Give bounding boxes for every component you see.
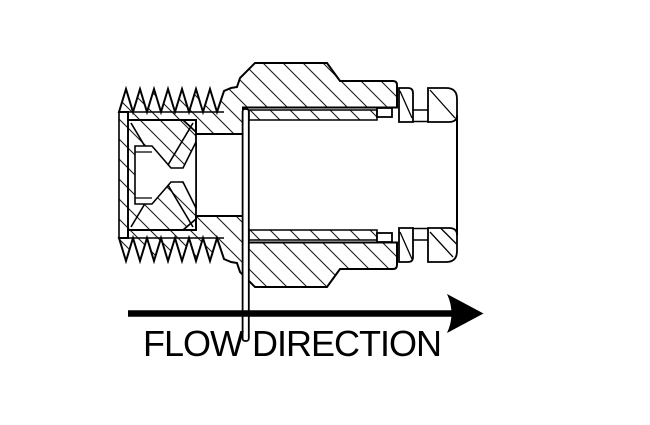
flow-direction-label: FLOW DIRECTION — [143, 323, 441, 364]
arrow-head-icon — [447, 294, 484, 333]
body-lower-half — [117, 215, 398, 288]
retaining-ring — [398, 87, 429, 263]
end-nut — [427, 87, 458, 263]
tube-lines — [399, 109, 429, 241]
sleeve-end-disc — [241, 108, 250, 342]
seat-insert — [127, 119, 243, 231]
passage-notch-lines — [135, 151, 152, 199]
sleeve-wall-bottom — [248, 229, 378, 241]
flow-passage — [134, 141, 197, 209]
sleeve-step-bottom — [376, 232, 393, 243]
sleeve-step-top — [376, 107, 393, 118]
ring-ear-top-chamfer-line — [399, 90, 413, 119]
flow-arrow — [128, 294, 484, 333]
thread-root-lines — [128, 111, 224, 239]
ring-ear-bottom-chamfer-line — [399, 231, 413, 260]
body-upper-half — [117, 62, 398, 135]
body-front-lip — [118, 111, 129, 239]
inner-sleeve — [241, 107, 393, 342]
nut-top-chamfer-line — [429, 89, 456, 119]
valve-body — [117, 62, 398, 288]
bore-lines — [196, 133, 243, 217]
nut-bottom-chamfer-lines — [429, 228, 457, 258]
sleeve-wall-top — [248, 109, 378, 121]
